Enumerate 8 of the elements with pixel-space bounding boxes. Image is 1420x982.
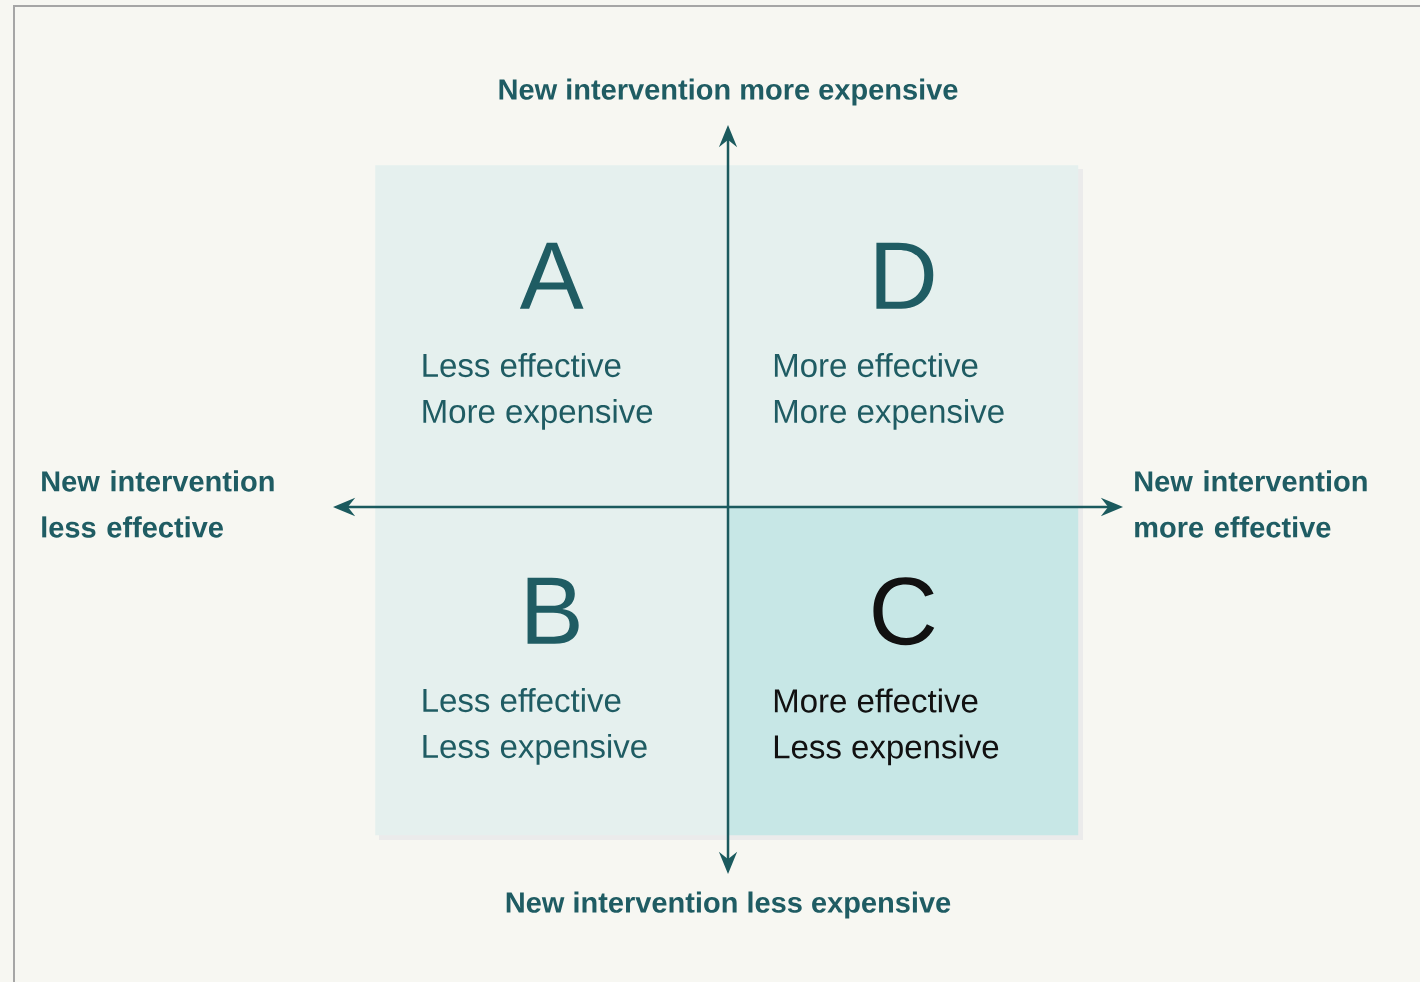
quadrant-box: C More effective Less expensive bbox=[728, 507, 1079, 836]
axis-label: New intervention less expensive bbox=[506, 891, 951, 919]
axis-label: New intervention more expensive bbox=[499, 78, 958, 106]
quadrant-box: D More effective More expensive bbox=[728, 165, 1079, 508]
quadrant-box: B Less effective Less expensive bbox=[375, 507, 729, 836]
axis-label: New intervention less effective bbox=[42, 470, 274, 538]
axis-label: New intervention more effective bbox=[1135, 470, 1367, 538]
quadrant-box: A Less effective More expensive bbox=[375, 165, 729, 508]
